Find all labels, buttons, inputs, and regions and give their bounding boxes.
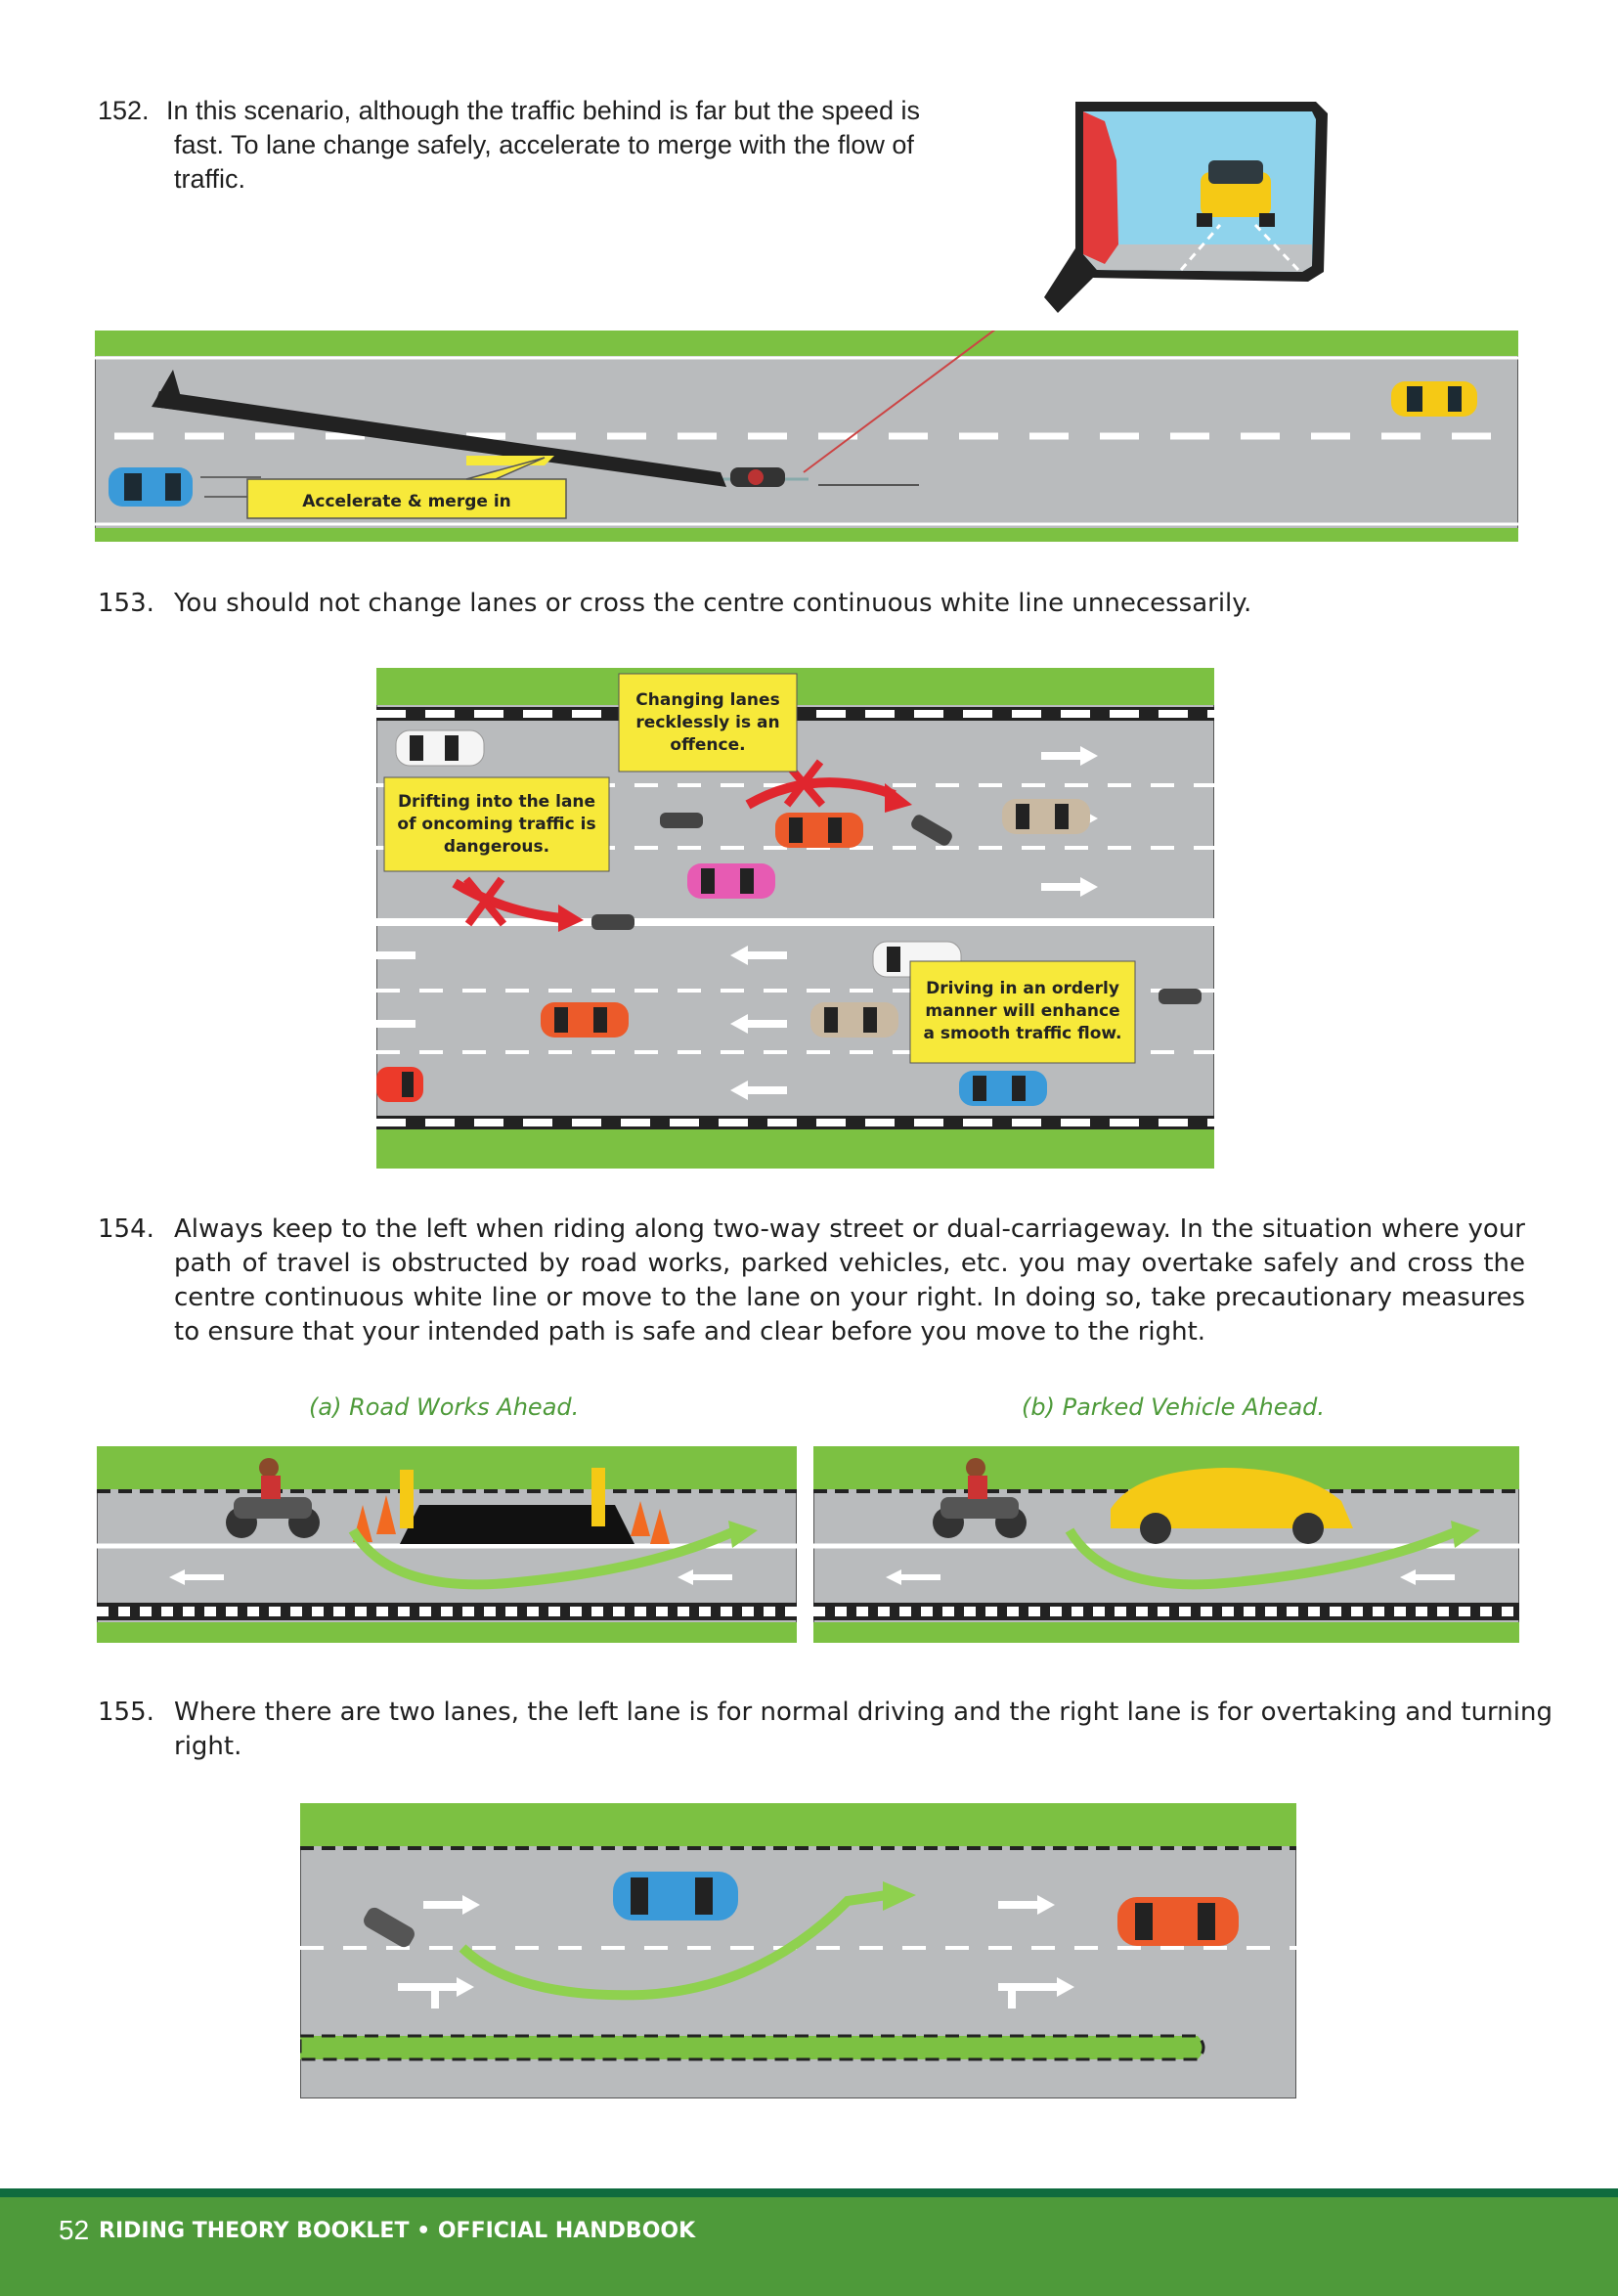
callout-accelerate-label: Accelerate & merge in xyxy=(302,492,511,511)
paragraph-number: 153. xyxy=(98,589,154,618)
callout-orderly: Driving in an orderly manner will enhanc… xyxy=(909,960,1136,1064)
car-pink xyxy=(687,863,775,899)
paragraph-number: 154. xyxy=(98,1214,154,1244)
motorcycle-icon xyxy=(226,1458,320,1538)
paragraph-155: 155. Where there are two lanes, the left… xyxy=(98,1696,1584,1764)
figure-154b-parked-vehicle xyxy=(813,1446,1519,1643)
roadworks-pit xyxy=(400,1505,634,1544)
overtake-arrow xyxy=(348,1527,735,1590)
svg-text:Changing lanes: Changing lanes xyxy=(635,690,779,710)
figure-155-two-lanes xyxy=(300,1803,1296,2098)
car-red-edge xyxy=(376,1067,423,1102)
callout-changing-lanes: Changing lanes recklessly is an offence. xyxy=(618,673,798,773)
figure-152-mirror xyxy=(1044,102,1328,313)
paragraph-text: Where there are two lanes, the left lane… xyxy=(174,1698,1552,1761)
paragraph-153: 153. You should not change lanes or cros… xyxy=(98,587,1564,621)
callout-accelerate: Accelerate & merge in xyxy=(246,456,567,519)
barrier-icon xyxy=(400,1468,605,1528)
figure-154a-road-works xyxy=(97,1446,797,1643)
svg-text:Drifting into the lane: Drifting into the lane xyxy=(398,792,595,812)
svg-text:a smooth traffic flow.: a smooth traffic flow. xyxy=(923,1024,1121,1043)
car-beige xyxy=(1002,799,1090,834)
car-orange xyxy=(775,813,863,848)
parked-car-icon xyxy=(1111,1468,1353,1544)
overtake-arrow xyxy=(459,1890,888,2001)
paragraph-number: 155. xyxy=(98,1698,154,1727)
callout-drifting: Drifting into the lane of oncoming traff… xyxy=(383,776,610,872)
motorcycle-icon xyxy=(730,467,785,487)
svg-text:of oncoming traffic is: of oncoming traffic is xyxy=(397,815,595,834)
footer-title: RIDING THEORY BOOKLET • OFFICIAL HANDBOO… xyxy=(99,2219,696,2243)
no-entry-arrow-top xyxy=(745,759,912,813)
caption-parked-vehicle: (b) Parked Vehicle Ahead. xyxy=(1022,1393,1326,1421)
car-blue xyxy=(613,1872,738,1921)
car-blue xyxy=(959,1071,1047,1106)
overtake-arrow xyxy=(1065,1527,1457,1590)
paragraph-number: 152. xyxy=(98,96,150,125)
figure-152-highway: Accelerate & merge in xyxy=(95,331,1518,542)
lane-arrows xyxy=(398,1895,1074,2009)
svg-text:offence.: offence. xyxy=(670,735,745,755)
paragraph-text: Always keep to the left when riding alon… xyxy=(174,1214,1525,1347)
median-island xyxy=(300,2034,1205,2061)
svg-text:dangerous.: dangerous. xyxy=(444,837,549,857)
motorcycle-icon xyxy=(364,1907,415,1948)
traffic-cone-icon xyxy=(353,1495,670,1544)
yellow-car-icon xyxy=(1391,381,1477,417)
no-entry-arrow-left xyxy=(452,876,584,932)
page-number: 52 xyxy=(59,2215,90,2245)
figure-153-multilane: Changing lanes recklessly is an offence.… xyxy=(376,668,1214,1169)
motorcycles xyxy=(591,813,1202,1004)
paragraph-154: 154. Always keep to the left when riding… xyxy=(98,1213,1525,1349)
lane-arrows xyxy=(376,746,1098,1100)
car-orange-2 xyxy=(541,1002,629,1038)
car-beige-2 xyxy=(810,1002,898,1038)
car-white xyxy=(395,729,485,767)
paragraph-152: 152. In this scenario, although the traf… xyxy=(98,94,939,197)
page-footer: 52 RIDING THEORY BOOKLET • OFFICIAL HAND… xyxy=(0,2188,1618,2296)
paragraph-text: In this scenario, although the traffic b… xyxy=(166,96,920,194)
svg-text:manner will enhance: manner will enhance xyxy=(925,1001,1119,1021)
caption-road-works: (a) Road Works Ahead. xyxy=(309,1393,580,1421)
paragraph-text: You should not change lanes or cross the… xyxy=(174,589,1252,618)
svg-text:Driving in an orderly: Driving in an orderly xyxy=(926,979,1119,998)
svg-text:recklessly is an: recklessly is an xyxy=(635,713,779,732)
blue-car-icon xyxy=(109,467,261,507)
car-orange xyxy=(1117,1897,1239,1946)
motorcycle-icon xyxy=(933,1458,1027,1538)
